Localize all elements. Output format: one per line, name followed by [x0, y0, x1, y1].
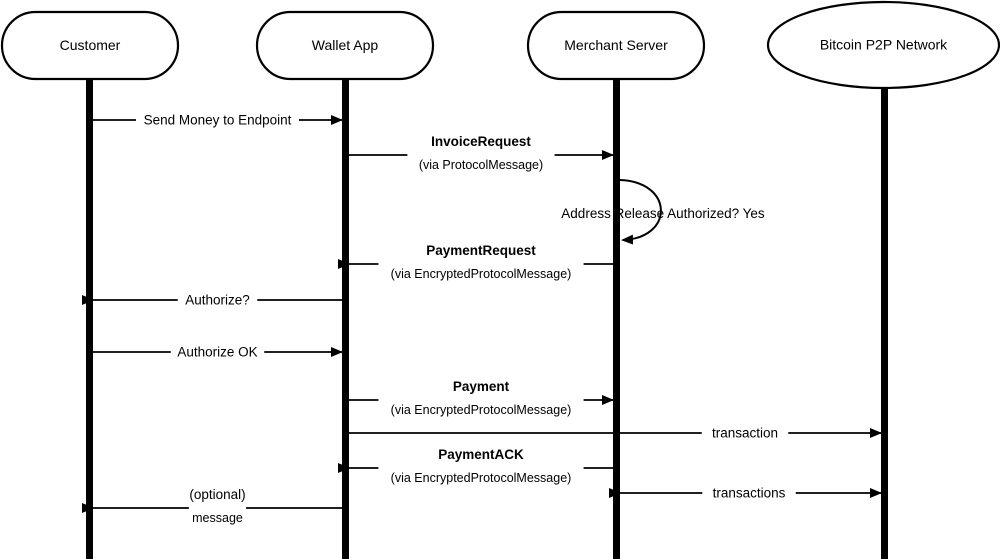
message-label-m3: Address Release Authorized? Yes [561, 206, 765, 221]
message-sublabel-m7: (via EncryptedProtocolMessage) [391, 403, 572, 417]
message-label-m10: transactions [713, 486, 786, 501]
lifeline-customer [86, 80, 93, 559]
lifeline-merchant [613, 80, 620, 559]
message-label-m1: Send Money to Endpoint [144, 113, 292, 128]
participant-head-shape-merchant [526, 10, 706, 81]
message-m1[interactable]: Send Money to Endpoint [93, 113, 343, 128]
message-sublabel-m9: (via EncryptedProtocolMessage) [391, 471, 572, 485]
message-label-m7: Payment [453, 379, 510, 394]
participant-customer[interactable]: Customer [0, 10, 180, 559]
message-m11[interactable]: (optional) message [82, 487, 342, 525]
participant-bitcoin[interactable]: Bitcoin P2P Network [766, 0, 1000, 559]
message-sublabel-m2: (via ProtocolMessage) [419, 158, 543, 172]
participant-head-shape-customer [0, 10, 180, 81]
participant-label-bitcoin: Bitcoin P2P Network [820, 37, 948, 53]
message-m2[interactable]: InvoiceRequest (via ProtocolMessage) [349, 134, 614, 172]
message-sublabel-m11: message [192, 511, 243, 525]
message-m3[interactable]: Address Release Authorized? Yes [561, 179, 765, 245]
message-m9[interactable]: PaymentACK (via EncryptedProtocolMessage) [338, 447, 613, 485]
message-label-m4: PaymentRequest [426, 243, 536, 258]
message-self-loop-m3 [619, 179, 662, 245]
message-label-m8: transaction [712, 426, 778, 441]
participant-label-merchant: Merchant Server [564, 37, 668, 53]
participant-merchant[interactable]: Merchant Server [526, 10, 706, 559]
participant-label-customer: Customer [60, 37, 121, 53]
message-m4[interactable]: PaymentRequest (via EncryptedProtocolMess… [338, 243, 613, 281]
participant-label-wallet: Wallet App [312, 37, 379, 53]
message-m10[interactable]: transactions [609, 486, 882, 501]
participant-wallet[interactable]: Wallet App [255, 10, 435, 559]
lifeline-bitcoin [881, 88, 888, 559]
message-label-m11: (optional) [189, 487, 245, 502]
message-label-m6: Authorize OK [177, 345, 257, 360]
message-label-m5: Authorize? [185, 293, 250, 308]
message-m8[interactable]: transaction [349, 426, 882, 441]
message-m6[interactable]: Authorize OK [93, 345, 343, 360]
message-label-m2: InvoiceRequest [431, 134, 531, 149]
lifeline-wallet [342, 80, 349, 559]
participant-head-shape-wallet [255, 10, 435, 81]
message-m5[interactable]: Authorize? [82, 293, 342, 308]
message-sublabel-m4: (via EncryptedProtocolMessage) [391, 267, 572, 281]
message-label-m9: PaymentACK [438, 447, 524, 462]
message-m7[interactable]: Payment (via EncryptedProtocolMessage) [349, 379, 614, 417]
